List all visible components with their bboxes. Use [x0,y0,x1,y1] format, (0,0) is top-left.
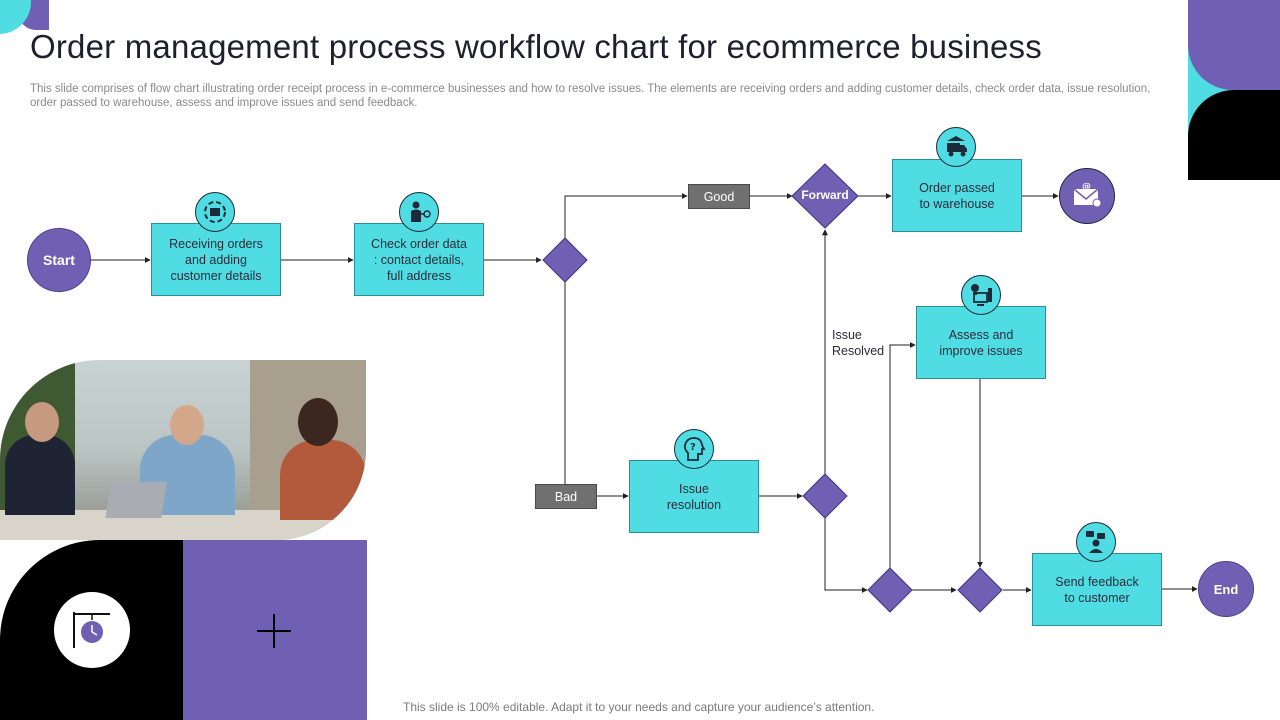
person-check-icon [399,192,439,232]
decor-top-right-shapes [1188,0,1280,180]
receiving-orders-box: Receiving orders and adding customer det… [151,223,281,296]
warehouse-box: Order passed to warehouse [892,159,1022,232]
head-question-icon: ? [674,429,714,469]
decision-diamond-resolution [802,473,848,519]
check-order-data-box: Check order data : contact details, full… [354,223,484,296]
slide-title: Order management process workflow chart … [30,28,1042,65]
start-node: Start [27,228,91,292]
email-icon: @ [1059,168,1115,224]
decision-diamond-forward [791,163,859,229]
decision-diamond-split [867,567,913,613]
end-node: End [1198,561,1254,617]
decor-purple-block [183,540,367,720]
issue-resolved-label: Issue Resolved [832,328,885,358]
lightbulb-computer-icon [961,275,1001,315]
start-label: Start [43,252,75,268]
forward-label: Forward [801,188,849,202]
decision-diamond-merge [957,567,1003,613]
hanging-clock-sign-icon [73,612,110,648]
svg-text:@: @ [1082,183,1091,192]
plus-icon [257,614,291,648]
end-label: End [1213,581,1239,597]
slide-subtitle: This slide comprises of flow chart illus… [30,83,1151,109]
footer-note: This slide is 100% editable. Adapt it to… [403,700,875,714]
good-label: Good [688,184,750,209]
assess-improve-box: Assess and improve issues [916,306,1046,379]
bad-label: Bad [535,484,597,509]
send-feedback-box: Send feedback to customer [1032,553,1162,626]
clock-sign-badge [54,592,130,668]
issue-resolution-box: Issue resolution [629,460,759,533]
decor-top-left-shapes [0,0,49,34]
delivery-truck-icon [936,127,976,167]
svg-text:?: ? [690,442,696,453]
package-cycle-icon [195,192,235,232]
decision-diamond-check [542,237,588,283]
chat-user-icon [1076,522,1116,562]
team-meeting-photo [0,360,366,540]
